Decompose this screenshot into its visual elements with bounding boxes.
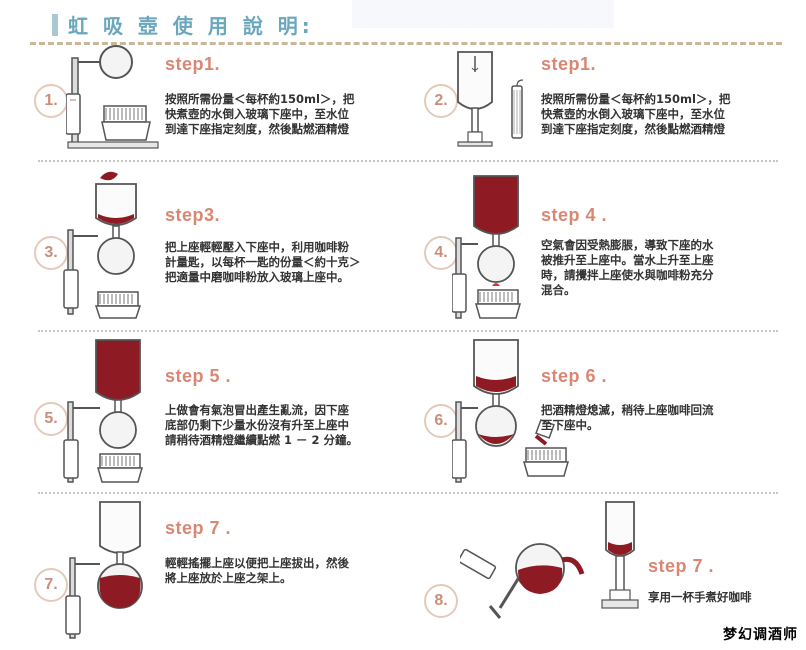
step-label: step 6 . [541, 366, 608, 386]
siphon-filter-illustration [457, 51, 524, 147]
step-description: 空氣會因受熱膨脹，導致下座的水 被推升至上座中。當水上升至上座 時，請攪拌上座使… [541, 238, 714, 297]
row-divider [38, 492, 778, 494]
step-number-badge: 2. [424, 84, 458, 118]
siphon-bubbling-illustration [63, 339, 143, 483]
step-label: step1. [165, 54, 221, 74]
step-number-badge: 8. [424, 584, 458, 618]
step-number-badge: 7. [34, 568, 68, 602]
step-label: step 5 . [165, 366, 232, 386]
step-number-badge: 3. [34, 236, 68, 270]
step-description: 把上座輕輕壓入下座中，利用咖啡粉 計量匙，以每杯一匙的份量＜約十克＞ 把適量中磨… [165, 240, 361, 284]
page-title: 虹 吸 壺 使 用 說 明: [68, 14, 314, 38]
step-description: 上做會有氣泡冒出產生亂流，因下座 底部仍剩下少量水份沒有升至上座中 請稍待酒精燈… [165, 403, 359, 447]
step-description: 享用一杯手煮好咖啡 [648, 590, 752, 604]
header-strip [352, 0, 614, 28]
header: 虹 吸 壺 使 用 說 明: [52, 10, 314, 39]
title-accent-bar [52, 13, 58, 36]
siphon-add-coffee-illustration [63, 171, 142, 319]
step-description: 把酒精燈熄滅，稍待上座咖啡回流 至下座中。 [541, 403, 714, 432]
row-divider [38, 160, 778, 162]
step-description: 按照所需份量＜每杯約150ml＞，把 快煮壺的水倒入玻璃下座中，至水位 到達下座… [165, 92, 355, 136]
row-divider [38, 330, 778, 332]
siphon-brewer-illustration [66, 45, 159, 149]
step-number-badge: 1. [34, 84, 68, 118]
step-label: step 4 . [541, 205, 608, 225]
siphon-remove-top-illustration [65, 501, 143, 639]
step-number-badge: 5. [34, 402, 68, 436]
step-label: step1. [541, 54, 597, 74]
step-number-badge: 4. [424, 236, 458, 270]
serve-coffee-illustration [460, 501, 639, 619]
step-label: step 7 . [165, 518, 232, 538]
header-divider [30, 42, 782, 45]
step-label: step3. [165, 205, 221, 225]
step-description: 按照所需份量＜每杯約150ml＞，把 快煮壺的水倒入玻璃下座中，至水位 到達下座… [541, 92, 731, 136]
siphon-rising-water-illustration [452, 175, 521, 319]
siphon-draining-illustration [452, 339, 569, 483]
step-description: 輕輕搖擺上座以便把上座拔出，然後 將上座放於上座之架上。 [165, 556, 349, 585]
step-label: step 7 . [648, 556, 715, 576]
watermark: 梦幻调酒师 [723, 627, 798, 643]
